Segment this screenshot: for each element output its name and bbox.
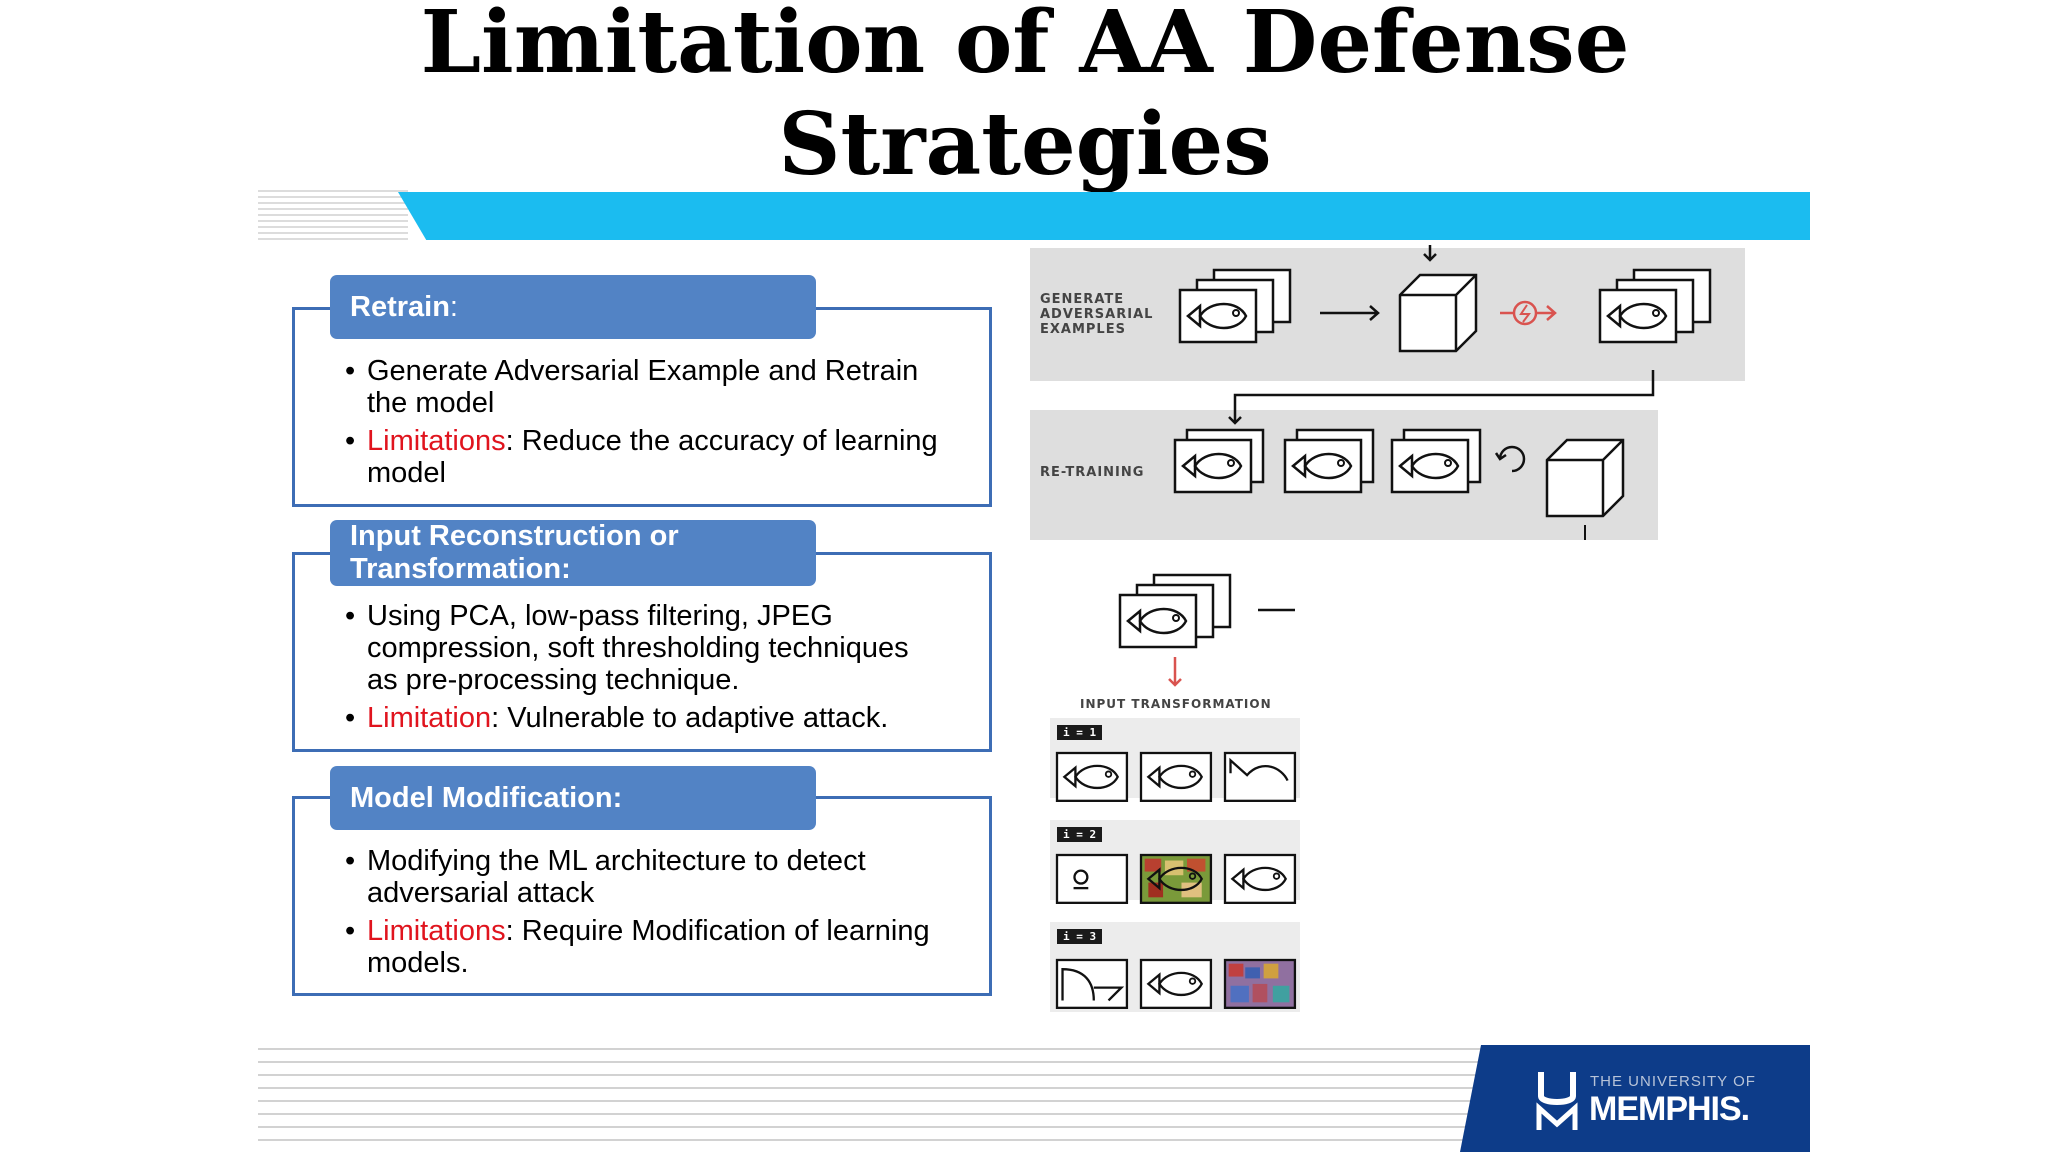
connector-arrow-icon [1228,370,1655,425]
list-item: Limitation: Vulnerable to adaptive attac… [345,702,945,734]
header-stripes [258,190,408,240]
input-transformation-bullets: Using PCA, low-pass filtering, JPEG comp… [345,600,945,740]
attack-arrow-icon [1500,300,1557,326]
defense-diagram: GENERATE ADVERSARIAL EXAMPLES RE-TRAININ… [1030,245,1750,1045]
list-item: Limitations: Require Modification of lea… [345,915,945,979]
logo-small-text: THE UNIVERSITY OF [1590,1073,1756,1090]
transformed-image-icon [1223,751,1297,802]
list-item: Using PCA, low-pass filtering, JPEG comp… [345,600,945,696]
logo-big-text: MEMPHIS. [1589,1090,1750,1128]
model-cube-icon [1398,273,1478,353]
transformed-image-icon [1057,753,1127,801]
transformed-image-icon [1141,753,1211,801]
header-accent-bar [398,192,1810,240]
adversarial-image-stack-icon [1600,270,1710,342]
model-modification-header: Model Modification: [330,766,816,830]
iteration-tag: i = 1 [1057,725,1103,740]
retrain-header: Retrain: [330,275,816,339]
generate-label-line: EXAMPLES [1040,322,1126,337]
limitation-label: Limitation [367,702,492,734]
generate-label-line: ADVERSARIAL [1040,307,1154,322]
training-image-stack-icon [1392,428,1482,492]
footer-stripes [258,1048,1498,1152]
list-item: Modifying the ML architecture to detect … [345,845,945,909]
input-image-stack-icon [1120,575,1230,647]
arrow-down-icon [1423,245,1437,262]
bullet-text: : Require Modification of learning model… [367,915,930,979]
input-transformation-header: Input Reconstruction or Transformation: [330,520,816,586]
retrain-bullets: Generate Adversarial Example and Retrain… [345,355,945,495]
model-cube-icon [1545,438,1625,518]
generate-label: GENERATE ADVERSARIAL EXAMPLES [1040,292,1153,337]
bullet-text: Modifying the ML architecture to detect … [367,845,866,909]
model-modification-bullets: Modifying the ML architecture to detect … [345,845,945,985]
title-line-1: Limitation of AA Defense [420,0,1630,93]
transformed-image-icon [1141,960,1211,1008]
limitation-label: Limitations [367,915,506,947]
transformed-image-icon [1055,853,1129,904]
university-logo-block [1460,1045,1810,1152]
input-transformation-header-label: Input Reconstruction or Transformation: [350,520,679,585]
iteration-tag: i = 2 [1057,827,1103,842]
bullet-text: Using PCA, low-pass filtering, JPEG comp… [367,600,909,696]
retraining-label: RE-TRAINING [1040,465,1145,480]
retrain-header-colon: : [449,290,458,323]
image-stack-icon [1180,270,1290,342]
training-image-stack-icon [1175,428,1265,492]
list-item: Limitations: Reduce the accuracy of lear… [345,425,945,489]
bullet-text: : Reduce the accuracy of learning model [367,425,938,489]
input-transformation-label: INPUT TRANSFORMATION [1080,697,1272,711]
um-logo-icon [1536,1072,1578,1130]
arrow-down-icon [1168,657,1182,687]
list-item: Generate Adversarial Example and Retrain… [345,355,945,419]
bullet-text: : Vulnerable to adaptive attack. [491,702,889,734]
noisy-image-icon [1139,853,1213,904]
title-line-2: Strategies [778,94,1272,195]
retrain-header-label: Retrain [350,290,450,323]
iteration-tag: i = 3 [1057,929,1103,944]
refresh-icon [1494,445,1526,473]
arrow-right-icon [1320,305,1380,321]
model-modification-header-label: Model Modification: [350,781,623,814]
slide-title: Limitation of AA Defense Strategies [260,0,1790,196]
bullet-text: Generate Adversarial Example and Retrain… [367,355,919,419]
limitation-label: Limitations [367,425,506,457]
training-image-stack-icon [1285,428,1375,492]
transformed-image-icon [1055,958,1129,1009]
diagram-graphics [1055,245,1750,1045]
transformed-image-icon [1225,855,1295,903]
noisy-image-icon [1223,958,1297,1009]
generate-label-line: GENERATE [1040,292,1125,307]
